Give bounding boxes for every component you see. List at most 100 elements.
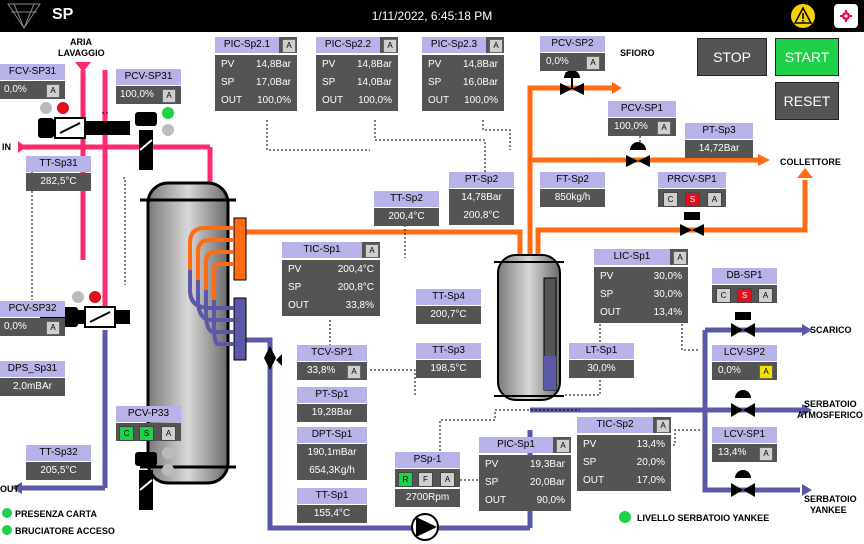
dpt-sp1-value1: 190,1mBar [297, 444, 367, 462]
top-bar: SP 1/11/2022, 6:45:18 PM [0, 0, 864, 32]
pcv-sp1-label: PCV-SP1 [608, 101, 676, 117]
lcv-sp1-mode-button[interactable]: A [759, 447, 773, 461]
tic-sp1-mode-button[interactable]: A [365, 244, 379, 258]
tt-sp31-value: 282,5°C [26, 173, 91, 191]
datetime: 1/11/2022, 6:45:18 PM [371, 9, 493, 23]
pic-sp22-pv-key: PV [322, 59, 336, 70]
pcv-p33-s-button[interactable]: S [139, 426, 154, 441]
fcv-sp31-label: FCV-SP31 [0, 64, 65, 80]
pic-sp22-sp-value: 14,0Bar [356, 77, 392, 88]
tic-sp1-out-key: OUT [288, 300, 310, 311]
prcv-sp1-a-button[interactable]: A [707, 192, 722, 207]
atmosferico-label: ATMOSFERICO [797, 410, 863, 420]
pic-sp21-pv-key: PV [221, 59, 235, 70]
tic-sp2-out-value: 17,0% [636, 475, 665, 486]
out-label: OUT [0, 484, 19, 494]
pcv-p33-c-button[interactable]: C [119, 426, 134, 441]
pcv-sp2-mode-button[interactable]: A [586, 56, 600, 70]
pic-sp1-mode-button[interactable]: A [556, 439, 570, 453]
pcv-p33-a-button[interactable]: A [161, 426, 176, 441]
prcv-sp1-label: PRCV-SP1 [658, 172, 726, 188]
lic-sp1-mode-button[interactable]: A [673, 251, 687, 265]
tic-sp2-sp-key: SP [583, 457, 597, 468]
tt-sp32-label: TT-Sp32 [26, 445, 91, 461]
warning-icon[interactable] [790, 3, 816, 29]
tic-sp2-mode-button[interactable]: A [656, 419, 670, 433]
dps-sp31-value: 2,0mBAr [0, 378, 65, 396]
pcv-sp1-mode-button[interactable]: A [657, 121, 671, 135]
lcv-sp2-label: LCV-SP2 [712, 345, 777, 361]
pic-sp1-label: PIC-Sp1 [479, 437, 553, 453]
ft-sp2-label: FT-Sp2 [540, 172, 605, 188]
pic-sp23-mode-button[interactable]: A [489, 39, 503, 53]
psp1-f-button[interactable]: F [418, 472, 433, 487]
sfioro-label: SFIORO [620, 48, 655, 58]
aria-label: ARIA [70, 37, 92, 47]
prcv-sp1-c-button[interactable]: C [663, 192, 678, 207]
pcv-sp2-label: PCV-SP2 [540, 36, 605, 52]
lic-sp1-pv-row: PV 30,0% [594, 269, 688, 285]
psp1-a-button[interactable]: A [440, 472, 455, 487]
settings-button[interactable] [834, 4, 858, 28]
tic-sp1-out-value: 33,8% [345, 300, 374, 311]
psp1-r-button[interactable]: R [398, 472, 413, 487]
db-sp1-a-button[interactable]: A [758, 288, 773, 303]
tt-sp1-value: 155,4°C [297, 505, 367, 523]
pic-sp1-out-key: OUT [485, 495, 507, 506]
pic-sp1-out-value: 90,0% [536, 495, 565, 506]
pic-sp21-mode-button[interactable]: A [282, 39, 296, 53]
pic-sp1-sp-key: SP [485, 477, 499, 488]
prcv-sp1-s-button[interactable]: S [685, 192, 700, 207]
livello-label: LIVELLO SERBATOIO YANKEE [637, 513, 770, 523]
pcv-sp32-mode-button[interactable]: A [46, 321, 60, 335]
pic-sp23-label: PIC-Sp2.3 [422, 37, 486, 53]
yankee-label: YANKEE [810, 505, 847, 515]
lic-sp1-pv-value: 30,0% [653, 271, 682, 282]
db-sp1-s-button[interactable]: S [737, 288, 752, 303]
tic-sp1-label: TIC-Sp1 [282, 242, 362, 258]
gear-icon [840, 10, 852, 22]
lt-sp1-label: LT-Sp1 [569, 343, 634, 359]
pic-sp22-sp-key: SP [322, 77, 336, 88]
stop-button[interactable]: STOP [697, 38, 767, 76]
pcv-p33-label: PCV-P33 [116, 406, 181, 422]
lcv-sp2-mode-button[interactable]: A [759, 365, 773, 379]
pic-sp22-out-key: OUT [322, 95, 344, 106]
tic-sp1-out-row: OUT 33,8% [282, 298, 380, 314]
tcv-sp1-label: TCV-SP1 [297, 345, 367, 361]
start-button[interactable]: START [775, 38, 839, 76]
pic-sp21-out-value: 100,0% [257, 95, 291, 106]
pic-sp23-out-key: OUT [428, 95, 450, 106]
serbatoio-yankee-label: SERBATOIO [804, 494, 857, 504]
pic-sp22-mode-button[interactable]: A [383, 39, 397, 53]
reset-button[interactable]: RESET [775, 82, 839, 120]
pic-sp21-out-key: OUT [221, 95, 243, 106]
logo-icon [7, 3, 41, 29]
dpt-sp1-label: DPT-Sp1 [297, 427, 367, 443]
fcv-sp31-mode-button[interactable]: A [46, 84, 60, 98]
tcv-sp1-mode-button[interactable]: A [347, 365, 361, 379]
pic-sp23-pv-value: 14,8Bar [462, 59, 498, 70]
pic-sp21-pv-value: 14,8Bar [255, 59, 291, 70]
pcv-sp31-mode-button[interactable]: A [162, 89, 176, 103]
pic-sp22-label: PIC-Sp2.2 [316, 37, 380, 53]
page-title: SP [52, 6, 74, 23]
lic-sp1-pv-key: PV [600, 271, 614, 282]
pt-sp2-value2: 200,8°C [449, 207, 514, 225]
pic-sp23-pv-key: PV [428, 59, 442, 70]
db-sp1-c-button[interactable]: C [716, 288, 731, 303]
pt-sp1-label: PT-Sp1 [297, 387, 367, 403]
